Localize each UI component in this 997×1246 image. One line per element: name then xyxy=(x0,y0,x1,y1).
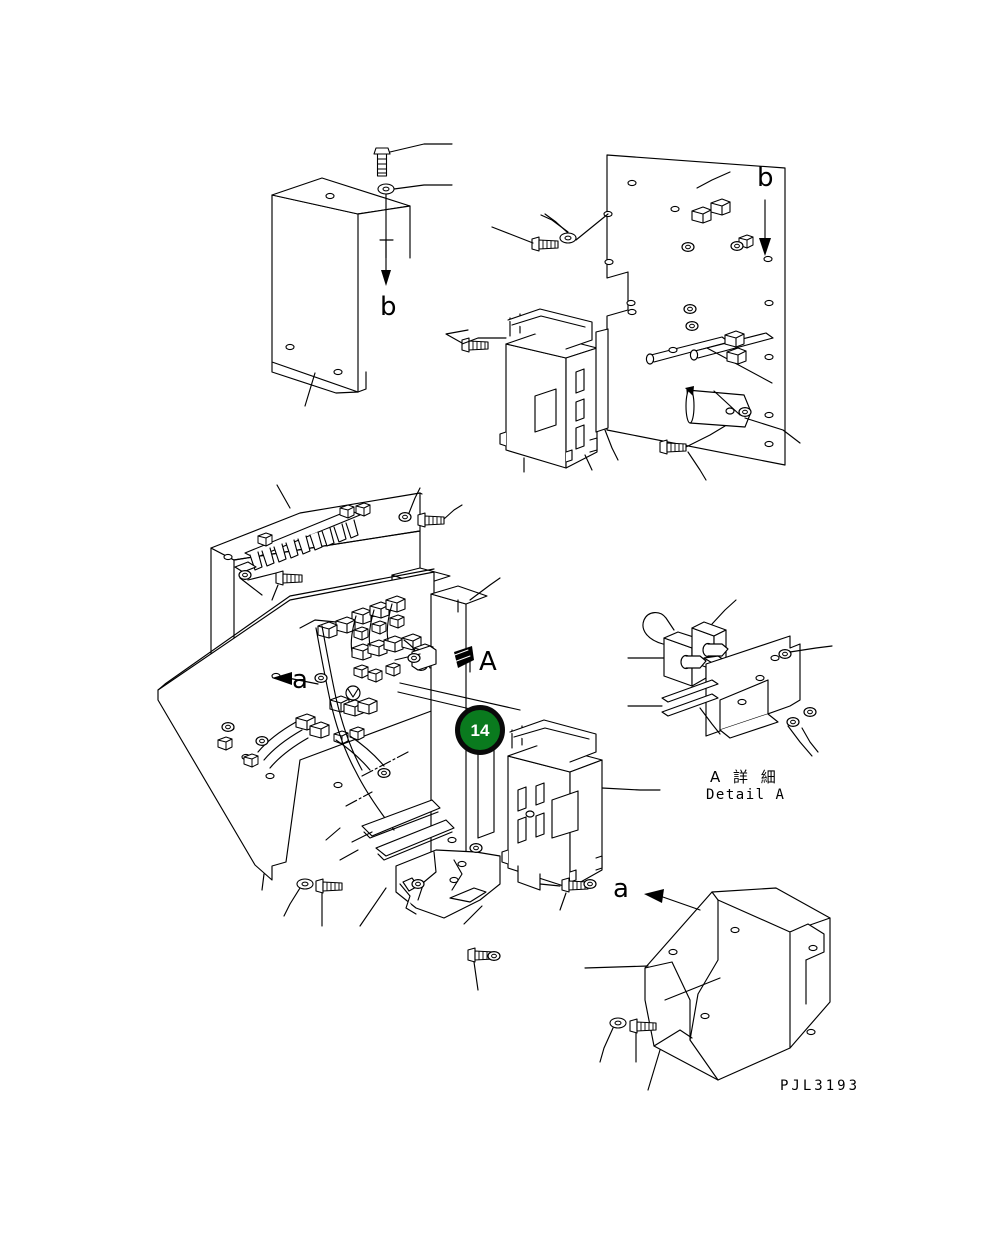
controller-module-lower xyxy=(501,719,661,911)
view-arrow-A xyxy=(451,646,474,673)
controller-module-upper xyxy=(445,308,598,473)
terminal-block-panel xyxy=(210,484,423,701)
fastener-lower-left xyxy=(283,878,343,927)
cover-panel-upper-left xyxy=(271,177,411,407)
wiring-harness xyxy=(255,595,521,831)
reference-marker-a-lower: a xyxy=(613,874,629,904)
terminal-block-strip xyxy=(234,502,371,581)
cover-lower-right xyxy=(584,887,831,1091)
fastener-terminal-panel xyxy=(271,570,303,601)
reference-marker-b-right: b xyxy=(757,163,774,193)
fastener-upper-left-cover xyxy=(373,143,453,286)
reference-marker-b-left: b xyxy=(380,292,397,322)
reference-marker-a-center: a xyxy=(292,665,308,695)
fastener-plate-left xyxy=(491,213,609,252)
relay-bracket-detail xyxy=(627,599,833,757)
spacer-plate-upper xyxy=(595,328,619,461)
detail-view-label-jp: A 詳 細 xyxy=(710,768,780,786)
detail-view-label-en: Detail A xyxy=(706,787,786,803)
reference-arrow-a-center xyxy=(272,672,319,685)
spacer-rods xyxy=(645,321,801,444)
reference-arrow-a-lower xyxy=(644,889,701,911)
mounting-plate-upper-right xyxy=(603,154,786,466)
part-number-label: PJL3193 xyxy=(780,1078,861,1094)
reference-arrow-b-right xyxy=(759,199,771,256)
fastener-plate-lower xyxy=(659,425,726,481)
fastener-terminal-right xyxy=(398,487,463,528)
view-arrow-label-A: A xyxy=(479,647,497,677)
mounting-rails xyxy=(339,799,501,927)
callout-marker-14[interactable]: 14 xyxy=(455,705,505,755)
fastener-lower-right-cover xyxy=(599,1017,657,1063)
fastener-lower-center xyxy=(467,947,501,991)
